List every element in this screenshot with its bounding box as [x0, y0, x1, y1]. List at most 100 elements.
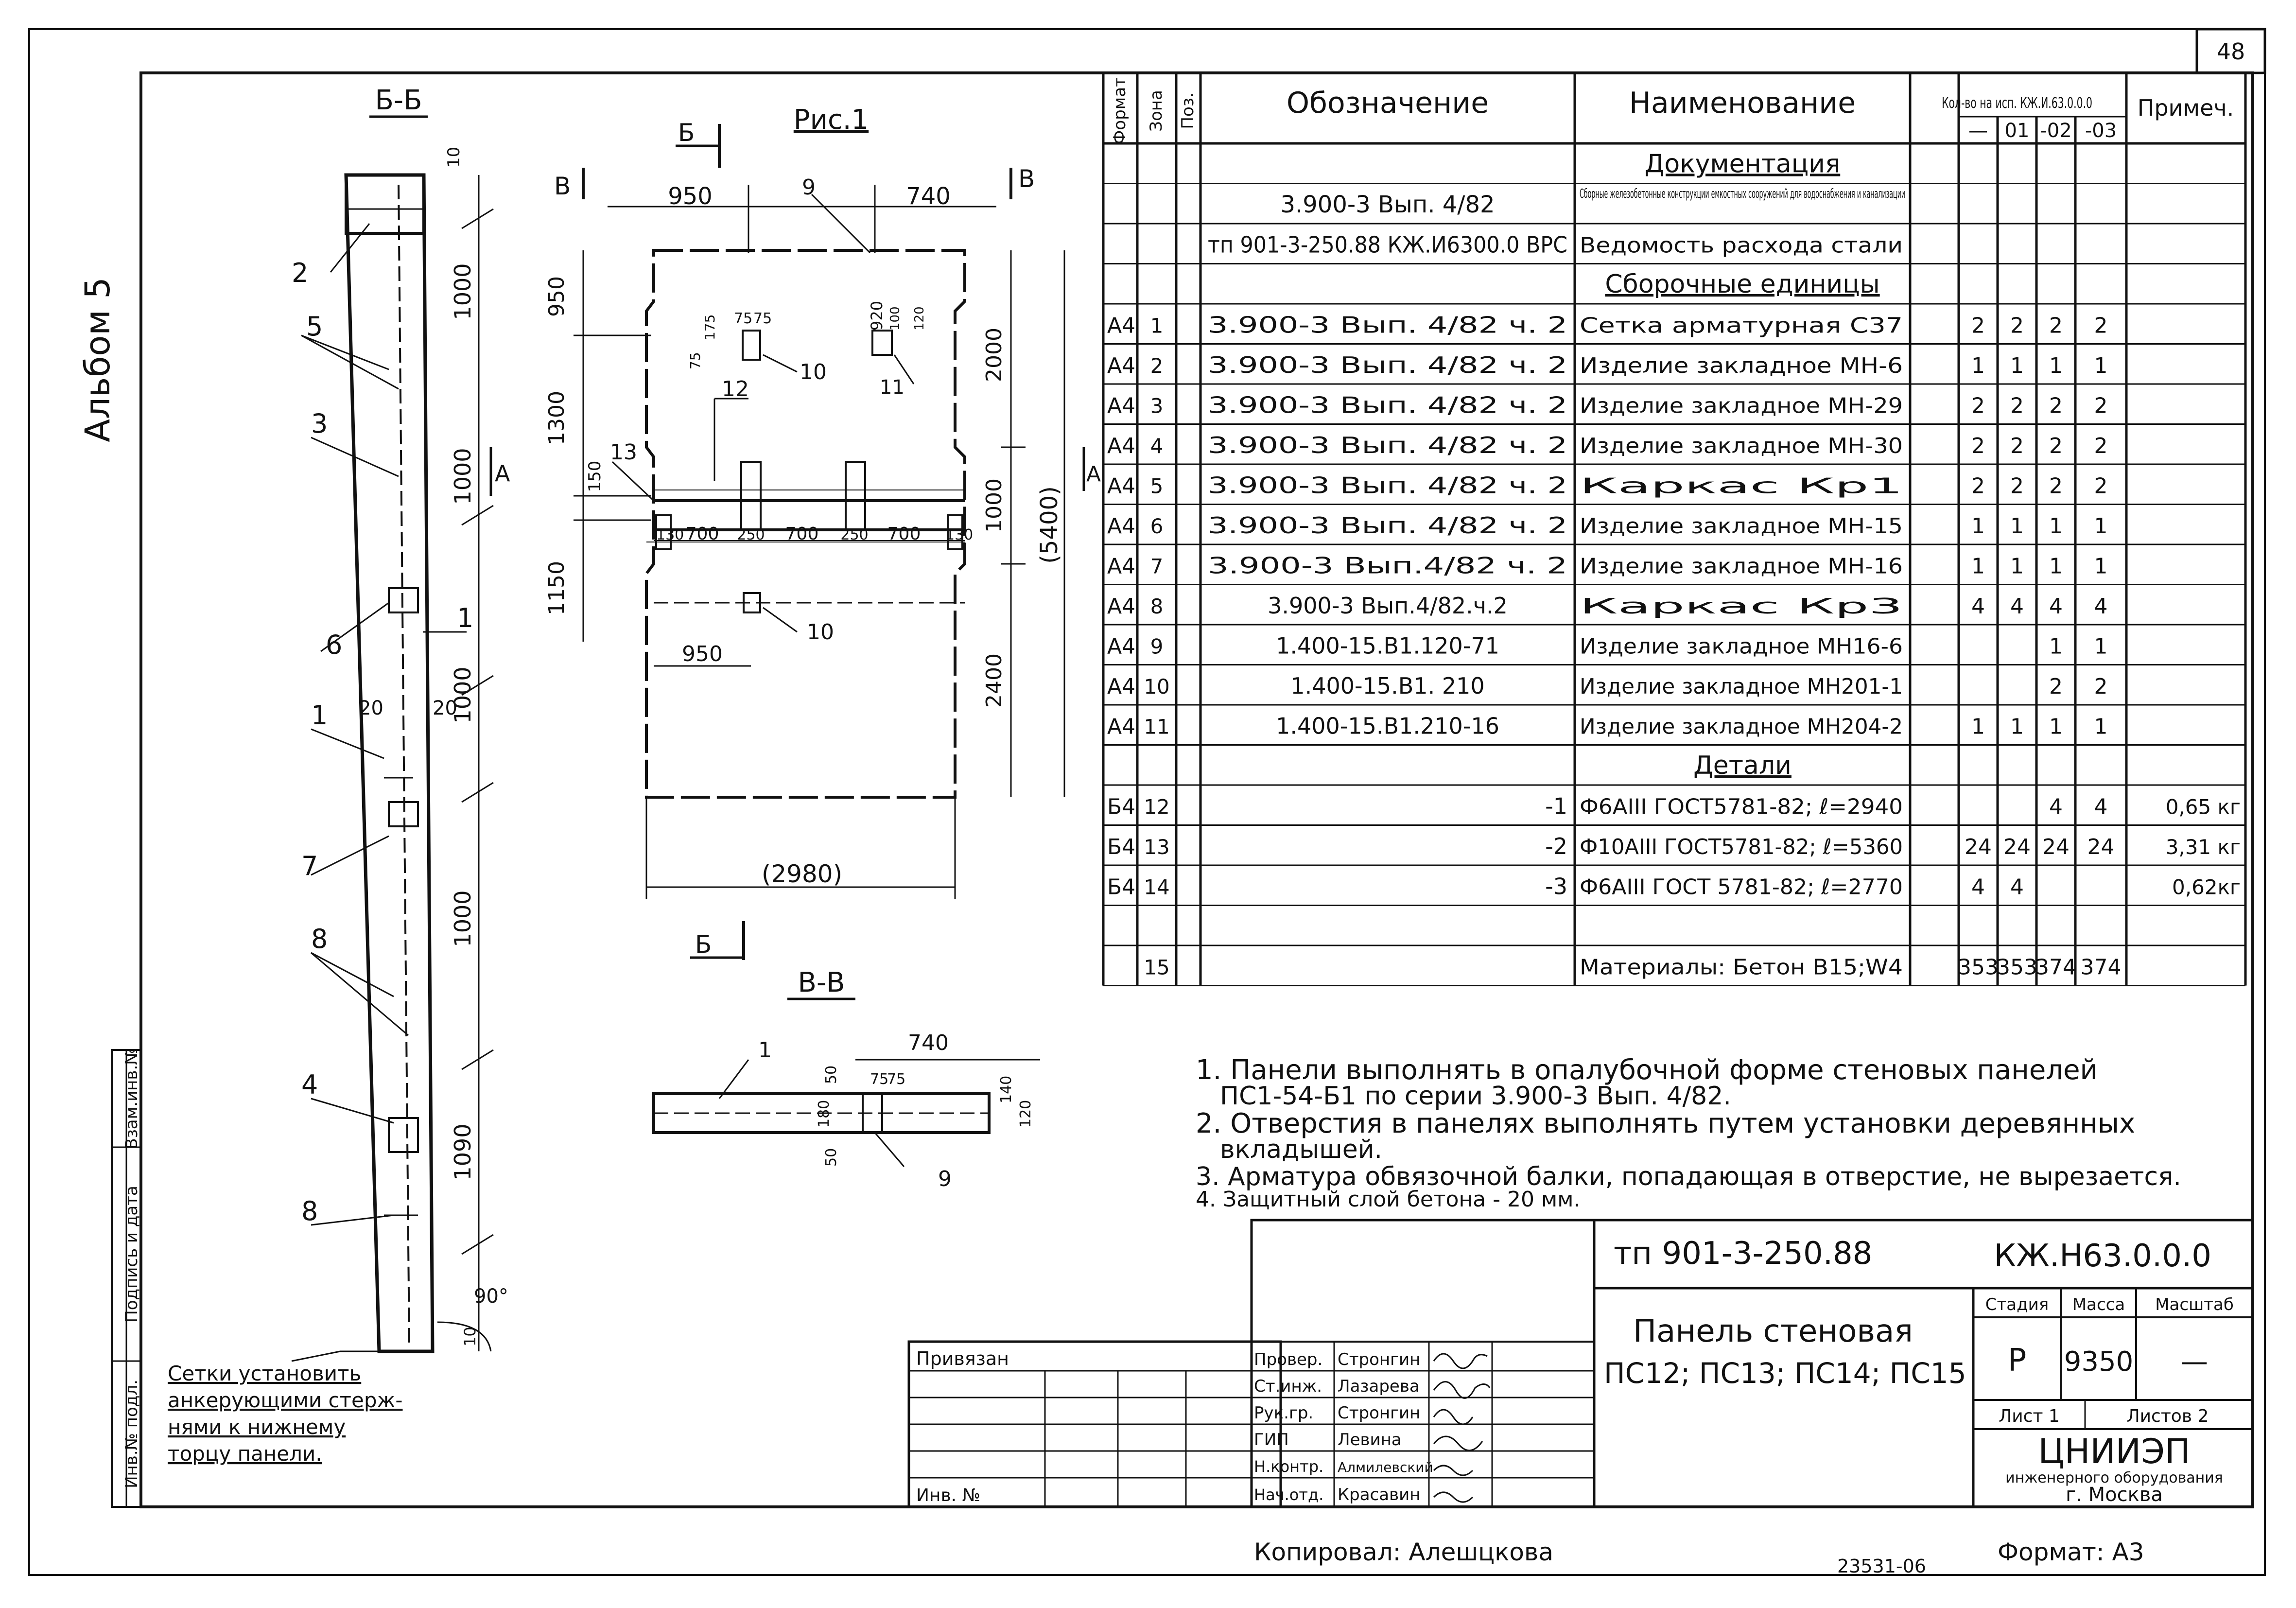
fig-title: Рис.1: [794, 104, 869, 136]
vv-dim-75a: 75: [870, 1071, 888, 1088]
side-inv-no: Инв.№ подл.: [122, 1380, 141, 1488]
spec-row-pos: 7: [1150, 554, 1164, 578]
vv-dim-140: 140: [998, 1076, 1015, 1103]
spec-row-format: А4: [1107, 313, 1135, 338]
spec-row-qty-1: 1: [2010, 714, 2024, 739]
fig-dim-left-1300: 1300: [544, 391, 569, 445]
spec-row-qty-0: 2: [1971, 393, 1985, 418]
spec-row-qty-0: 4: [1971, 594, 1985, 619]
sheets-label: Листов 2: [2127, 1406, 2209, 1426]
spec-row-pos: 4: [1150, 434, 1164, 458]
section-bb: Б-Б 10 1000 1000 1000 1000 1090 20 20 10…: [168, 85, 510, 1466]
fig-dim-left-150: 150: [585, 461, 605, 492]
fig-dim-right-total: (5400): [1036, 486, 1063, 564]
spec-row-pos: 14: [1144, 875, 1169, 899]
spec-row-qty-1: 4: [2010, 594, 2024, 619]
bb-note-line-4: торцу панели.: [168, 1442, 322, 1466]
figure-1: Рис.1 Б В В 950 740 950 1300 150: [544, 104, 1101, 960]
spec-row-qty-3: 2: [2094, 393, 2108, 418]
stage-value: Р: [2008, 1343, 2027, 1379]
bb-dim-1000b: 1000: [450, 448, 476, 505]
spec-row-qty-2: 1: [2049, 714, 2063, 739]
spec-row-note: 3,31 кг: [2166, 835, 2241, 859]
format-label: Формат: А3: [1998, 1538, 2144, 1566]
spec-row-format: А4: [1107, 714, 1135, 739]
fig-dim-top-740: 740: [906, 183, 951, 210]
bb-pos-4: 4: [301, 1069, 318, 1100]
section-bb-title: Б-Б: [375, 85, 422, 116]
bb-mark-a: А: [495, 460, 510, 487]
section-vv-title: В-В: [798, 967, 845, 998]
spec-row-qty-2: 24: [2042, 835, 2070, 859]
org-dept: инженерного оборудования: [2005, 1469, 2223, 1486]
note-3: 3. Арматура обвязочной балки, попадающая…: [1196, 1162, 2181, 1191]
spec-row-qty-2: 1: [2049, 634, 2063, 659]
spec-header-name: Наименование: [1629, 86, 1856, 120]
spec-row-qty-0: 1: [1971, 554, 1985, 578]
spec-row-qty-3: 4: [2094, 594, 2108, 619]
spec-row-qty-2: 4: [2049, 594, 2063, 619]
signer-name-5: Алмилевский: [1338, 1459, 1433, 1475]
spec-header-pos: Поз.: [1178, 92, 1198, 129]
fig-dim-130a: 130: [656, 526, 684, 543]
fig-dim-left-950: 950: [544, 276, 569, 317]
section-vv: В-В 740 50 75 75 140 180 50 120 1 9: [652, 967, 1040, 1191]
vv-pos-9: 9: [938, 1167, 952, 1191]
spec-row-pos: 10: [1144, 675, 1169, 699]
note-1b: ПС1-54-Б1 по серии 3.900-3 Вып. 4/82.: [1220, 1082, 1731, 1111]
privyazan: Привязан: [916, 1348, 1009, 1369]
spec-row-name: Изделие закладное МН201-1: [1580, 674, 1903, 699]
side-sign-date: Подпись и дата: [122, 1186, 141, 1323]
fig-dim-75c: 75: [687, 352, 703, 369]
spec-row-name: Изделие закладное МН-29: [1580, 393, 1903, 418]
signer-name-3: Стронгин: [1338, 1403, 1420, 1423]
fig-dim-700b: 700: [785, 524, 819, 544]
signature-1: [1433, 1353, 1488, 1369]
fig-pos-10a: 10: [800, 360, 827, 385]
fig-dim-920: 920: [868, 301, 886, 331]
archive-no: 23531-06: [1837, 1556, 1926, 1577]
fig-pos-12: 12: [722, 377, 749, 402]
spec-row-designation: тп 901-3-250.88 КЖ.И6300.0 ВРС: [1208, 231, 1567, 258]
spec-row-qty-3: 1: [2094, 714, 2108, 739]
spec-row-format: А4: [1107, 674, 1135, 699]
spec-row-designation: -3: [1545, 873, 1567, 899]
spec-row-qty-2: 2: [2049, 473, 2063, 498]
spec-row-qty-3: 1: [2094, 634, 2108, 659]
bb-pos-1a: 1: [457, 603, 473, 633]
spec-header-note: Примеч.: [2138, 95, 2234, 121]
bb-dim-1090: 1090: [450, 1123, 476, 1180]
vv-dim-120: 120: [1017, 1100, 1034, 1128]
spec-row-designation: 3.900-3 Вып. 4/82 ч. 2: [1208, 512, 1567, 539]
fig-dim-100: 100: [888, 306, 903, 331]
stage-header: Стадия: [1985, 1295, 2049, 1314]
spec-row-qty-3: 2: [2094, 674, 2108, 699]
spec-row-qty-0: 2: [1971, 434, 1985, 458]
spec-row-qty-2: 1: [2049, 514, 2063, 539]
fig-dim-700c: 700: [887, 524, 921, 544]
outer-frame: [28, 28, 2266, 1576]
fig-mark-b-bottom: Б: [695, 930, 712, 959]
fig-dim-250a: 250: [737, 526, 765, 543]
spec-row-section-name: Детали: [1693, 751, 1792, 780]
album-label: Альбом 5: [78, 277, 118, 442]
spec-row-name: Изделие закладное МН204-2: [1580, 714, 1903, 739]
inv-no: Инв. №: [916, 1486, 980, 1505]
fig-dim-top-950: 950: [668, 183, 713, 210]
spec-row-section-name: Сборочные единицы: [1605, 270, 1879, 299]
spec-row-qty-1: 1: [2010, 353, 2024, 378]
spec-row-name: Изделие закладное МН-16: [1580, 554, 1903, 578]
scale-header: Масштаб: [2155, 1295, 2234, 1314]
spec-row-name: Изделие закладное МН-6: [1580, 353, 1903, 378]
fig-mark-v-left: В: [554, 172, 571, 200]
fig-dim-250b: 250: [840, 526, 868, 543]
signer-role-5: Н.контр.: [1254, 1457, 1323, 1476]
spec-row-qty-1: 2: [2010, 313, 2024, 338]
bb-note-line-1: Сетки установить: [168, 1362, 361, 1385]
spec-row-qty-3: 2: [2094, 473, 2108, 498]
signer-role-4: ГИП: [1254, 1430, 1289, 1450]
spec-row-designation: 3.900-3 Вып. 4/82: [1280, 191, 1495, 218]
bb-angle: 90°: [474, 1285, 508, 1308]
signature-2: [1433, 1381, 1491, 1399]
side-replace-inv: Взам.инв.№: [122, 1048, 141, 1149]
